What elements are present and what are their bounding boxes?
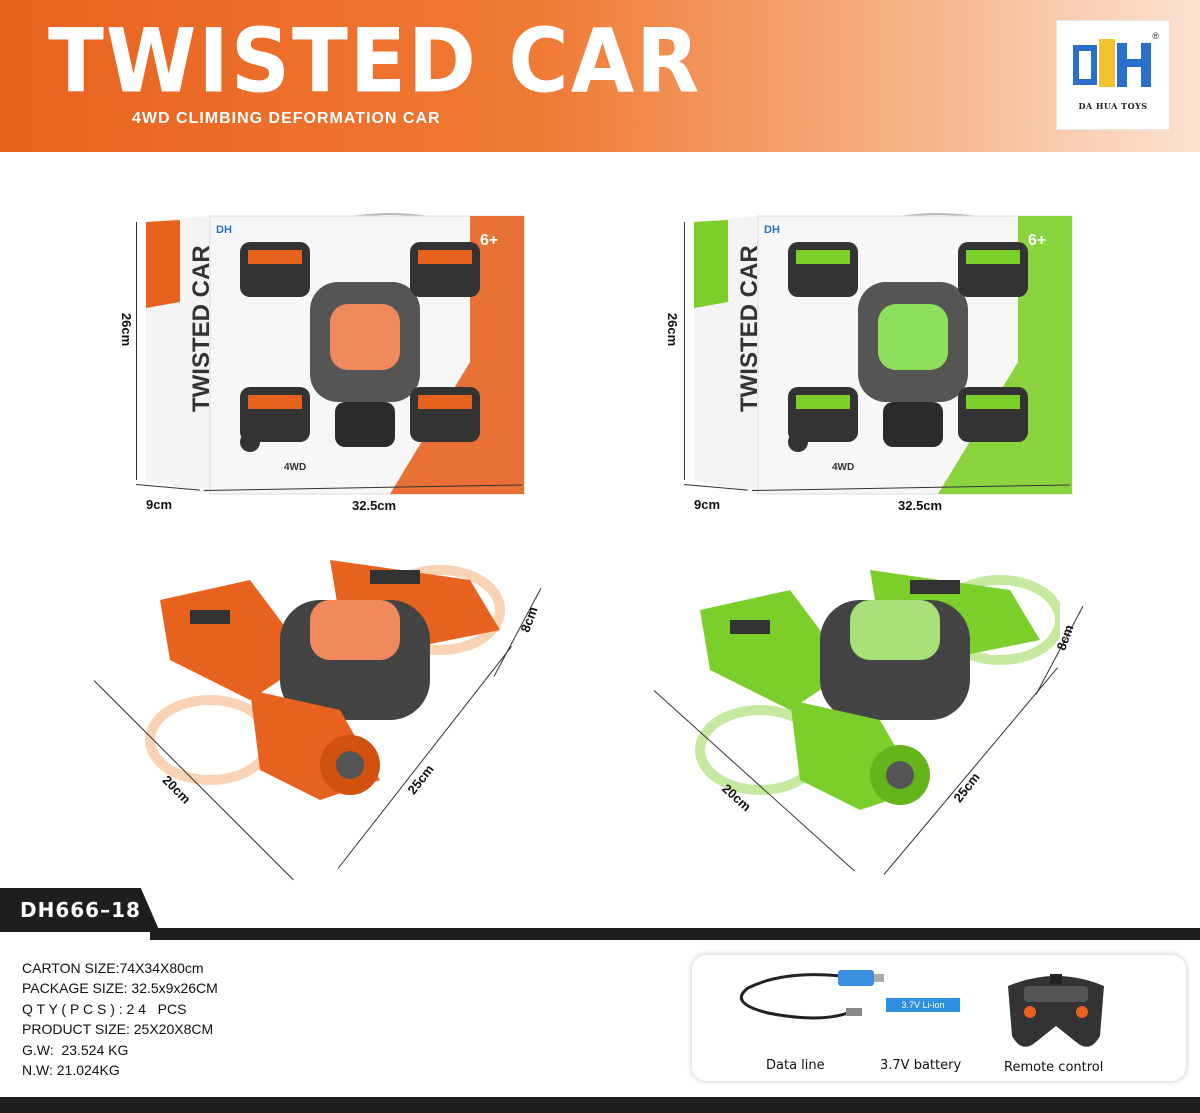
dim-width-green: 32.5cm — [898, 498, 943, 513]
registered-mark: ® — [1152, 31, 1159, 41]
dim-depth-orange: 9cm — [146, 497, 173, 512]
dim-width-orange: 32.5cm — [352, 498, 397, 513]
product-green-illustration — [695, 570, 1065, 810]
usb-cable-icon — [739, 970, 884, 1020]
package-orange: TWISTED CAR 6+ DH 4WD — [140, 212, 530, 502]
dim-height-product-orange: 8cm — [517, 604, 541, 635]
model-number: DH666–18 — [20, 898, 141, 922]
spec-package-size: PACKAGE SIZE: 32.5x9x26CM — [22, 980, 218, 997]
model-label-bg — [0, 888, 160, 932]
dim-line-height-orange — [136, 222, 137, 480]
accessories-panel — [692, 955, 1186, 1081]
product-orange — [140, 540, 520, 810]
header-banner — [0, 0, 1200, 152]
spec-carton-size: CARTON SIZE:74X34X80cm — [22, 960, 204, 976]
box-title-green: TWISTED CAR — [736, 245, 763, 412]
spec-net-weight: N.W: 21.024KG — [22, 1062, 120, 1079]
package-green: TWISTED CAR 6+ DH 4WD — [688, 212, 1078, 502]
box-title-orange: TWISTED CAR — [188, 245, 215, 412]
model-strip — [150, 928, 1200, 940]
product-green — [680, 550, 1065, 820]
dim-height-orange: 26cm — [119, 312, 135, 347]
spec-product-size: PRODUCT SIZE: 25X20X8CM — [22, 1021, 214, 1038]
brand-logo-text: DA HUA TOYS — [1078, 101, 1148, 111]
brand-logo-mark-icon — [1073, 39, 1151, 87]
data-line-label: Data line — [766, 1058, 825, 1073]
age-badge-green: 6+ — [1028, 232, 1047, 249]
feature-badge-green: 4WD — [832, 462, 855, 473]
remote-control-label: Remote control — [1004, 1060, 1104, 1075]
brand-logo: ® DA HUA TOYS — [1056, 20, 1170, 130]
spec-gross-weight: G.W: 23.524 KG — [22, 1041, 129, 1058]
spec-list: CARTON SIZE:74X34X80cm PACKAGE SIZE: 32.… — [22, 958, 218, 1080]
package-green-illustration — [694, 213, 1073, 495]
dim-height-green: 26cm — [665, 312, 681, 347]
dim-line-height-green — [684, 222, 685, 480]
remote-control-icon — [1008, 974, 1104, 1047]
brand-badge-green: DH — [764, 224, 780, 236]
dim-depth-green: 9cm — [694, 497, 721, 512]
age-badge-orange: 6+ — [480, 232, 499, 249]
page-title: TWISTED CAR — [48, 10, 702, 114]
product-orange-illustration — [145, 560, 505, 800]
bottom-bar — [0, 1097, 1200, 1113]
page-subtitle: 4WD CLIMBING DEFORMATION CAR — [132, 110, 441, 127]
package-orange-illustration — [146, 213, 525, 495]
battery-tag: 3.7V Li-ion — [886, 998, 960, 1012]
feature-badge-orange: 4WD — [284, 462, 307, 473]
brand-badge-orange: DH — [216, 224, 232, 236]
spec-quantity: Q T Y ( P C S ) : 2 4 PCS — [22, 1000, 187, 1017]
battery-label: 3.7V battery — [880, 1058, 962, 1073]
